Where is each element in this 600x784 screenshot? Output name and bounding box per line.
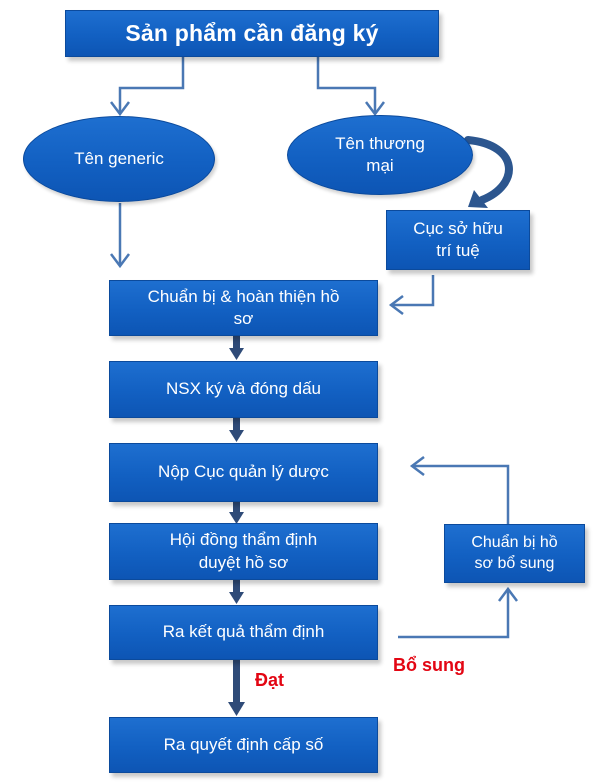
product-title-box: Sản phẩm cần đăng ký <box>65 10 439 57</box>
trade-name-label: Tên thương mại <box>335 133 425 175</box>
pass-label: Đạt <box>255 670 285 690</box>
review-council-label: Hội đồng thẩm định duyệt hồ sơ <box>169 530 318 572</box>
thick-arrow-sign-to-submit <box>229 418 244 442</box>
connector-result-to-supplement <box>398 590 510 639</box>
supplement-dossier-label: Chuẩn bị hồ sơ bổ sung <box>471 533 558 572</box>
curved-arrowhead <box>468 190 488 208</box>
connector-supplement-to-submit <box>412 464 510 524</box>
generic-name-ellipse: Tên generic <box>23 116 215 202</box>
thick-arrow-prepare-to-sign <box>229 336 244 360</box>
issue-decision-box: Ra quyết định cấp số <box>109 717 378 773</box>
prepare-dossier-label: Chuẩn bị & hoàn thiện hồ sơ <box>147 286 340 328</box>
manufacturer-sign-box: NSX ký và đóng dấu <box>109 361 378 418</box>
arrowhead-supplement <box>498 586 518 602</box>
arrowhead-trade <box>365 101 385 117</box>
connector-title-to-trade <box>316 57 377 113</box>
review-council-box: Hội đồng thẩm định duyệt hồ sơ <box>109 523 378 580</box>
connector-ip-to-prepare <box>392 275 435 307</box>
supplement-dossier-box: Chuẩn bị hồ sơ bổ sung <box>444 524 585 583</box>
arrowhead-submit-return <box>409 456 425 476</box>
supplement-label: Bổ sung <box>393 655 465 675</box>
submit-agency-box: Nộp Cục quản lý dược <box>109 443 378 502</box>
trade-name-ellipse: Tên thương mại <box>287 115 473 195</box>
prepare-dossier-box: Chuẩn bị & hoàn thiện hồ sơ <box>109 280 378 336</box>
arrowhead-prepare-left <box>110 253 130 269</box>
connector-title-to-generic <box>118 57 185 113</box>
ip-office-box: Cục sở hữu trí tuệ <box>386 210 530 270</box>
thick-arrow-submit-to-council <box>229 502 244 524</box>
thick-arrow-result-to-decision <box>228 660 245 716</box>
arrowhead-prepare-right <box>388 295 404 315</box>
ip-office-label: Cục sở hữu trí tuệ <box>413 218 503 260</box>
thick-arrow-council-to-result <box>229 580 244 604</box>
arrowhead-generic <box>110 101 130 117</box>
review-result-box: Ra kết quả thẩm định <box>109 605 378 660</box>
curved-arrow-trade-to-ip <box>464 136 513 204</box>
